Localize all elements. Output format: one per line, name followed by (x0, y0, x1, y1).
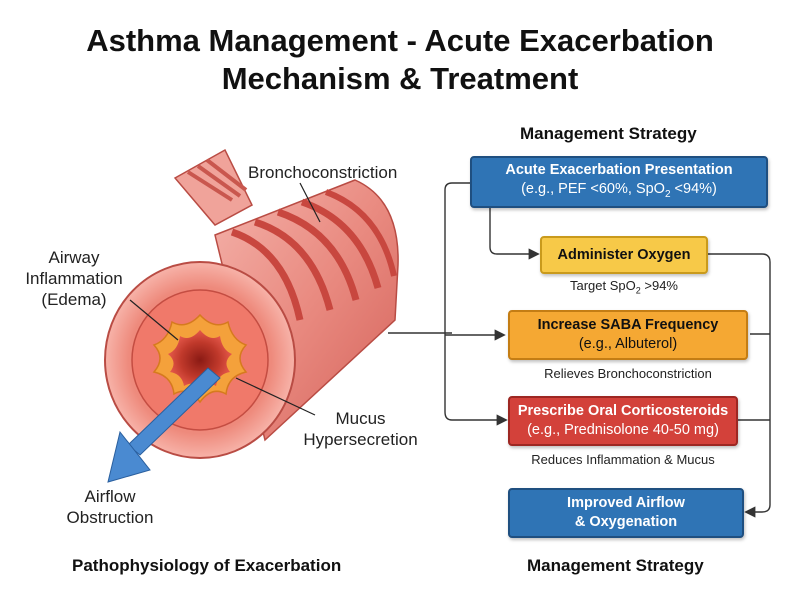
bronchoconstriction-leader (299, 182, 321, 223)
airflow-obstruction-label: Airflow Obstruction (66, 487, 154, 527)
step-acute-exacerbation: Acute Exacerbation Presentation (e.g., P… (470, 156, 768, 208)
page-title: Asthma Management - Acute Exacerbation M… (0, 22, 800, 98)
inflammation-leader (129, 299, 179, 341)
management-footer: Management Strategy (527, 556, 704, 575)
title-line-2: Mechanism & Treatment (221, 61, 579, 96)
bronchus-branch (173, 148, 253, 226)
management-heading: Management Strategy (520, 124, 697, 143)
saba-note: Relieves Bronchoconstriction (544, 366, 712, 381)
title-line-1: Asthma Management - Acute Exacerbation (86, 23, 714, 58)
corticosteroid-note: Reduces Inflammation & Mucus (531, 452, 715, 467)
pathophysiology-footer: Pathophysiology of Exacerbation (72, 556, 342, 575)
mucus-hypersecretion-label: Mucus Hypersecretion (303, 409, 418, 449)
oxygen-target-note: Target SpO2 >94% (569, 278, 678, 296)
airway-inflammation-label: Airway Inflammation (Edema) (25, 248, 123, 309)
step-increase-saba: Increase SABA Frequency (e.g., Albuterol… (508, 310, 748, 360)
mucus-leader (235, 377, 316, 416)
step-administer-oxygen: Administer Oxygen (540, 236, 708, 274)
bronchoconstriction-label: Bronchoconstriction (248, 163, 398, 182)
step-improved-airflow: Improved Airflow & Oxygenation (508, 488, 744, 538)
step-oral-corticosteroids: Prescribe Oral Corticosteroids (e.g., Pr… (508, 396, 738, 446)
airflow-arrow (107, 367, 221, 483)
